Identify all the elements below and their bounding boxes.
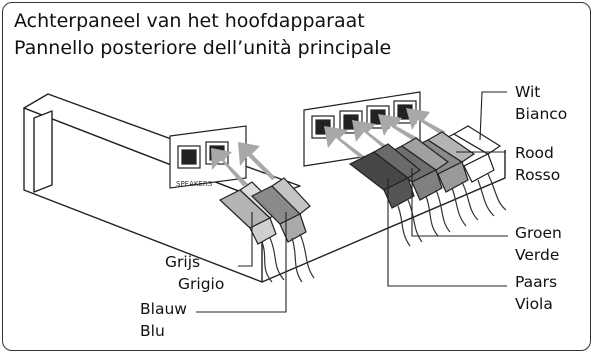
callout-blue-nl: Blauw bbox=[140, 300, 187, 318]
callout-green-nl: Groen bbox=[515, 224, 562, 242]
left-terminal-panel bbox=[169, 125, 247, 189]
left-cables bbox=[261, 233, 315, 283]
callout-white-it: Bianco bbox=[515, 105, 568, 123]
callout-red-nl: Rood bbox=[515, 144, 554, 162]
leader-lines bbox=[196, 91, 508, 313]
callout-gray-nl: Grijs bbox=[165, 253, 201, 271]
title-italian: Pannello posteriore dell’unità principal… bbox=[14, 37, 392, 59]
callout-red-it: Rosso bbox=[515, 166, 561, 184]
speakers-panel-label: SPEAKERS bbox=[176, 180, 213, 188]
callout-green-it: Verde bbox=[515, 246, 560, 264]
plug-purple bbox=[348, 143, 422, 209]
callout-white-nl: Wit bbox=[515, 83, 541, 101]
title-dutch: Achterpaneel van het hoofdapparaat bbox=[14, 10, 365, 32]
insert-arrows bbox=[211, 108, 446, 186]
callout-gray-it: Grigio bbox=[178, 275, 225, 293]
callout-purple-it: Viola bbox=[515, 295, 553, 313]
callout-blue-it: Blu bbox=[140, 322, 165, 340]
callout-purple-nl: Paars bbox=[515, 273, 558, 291]
right-cables bbox=[397, 173, 507, 247]
